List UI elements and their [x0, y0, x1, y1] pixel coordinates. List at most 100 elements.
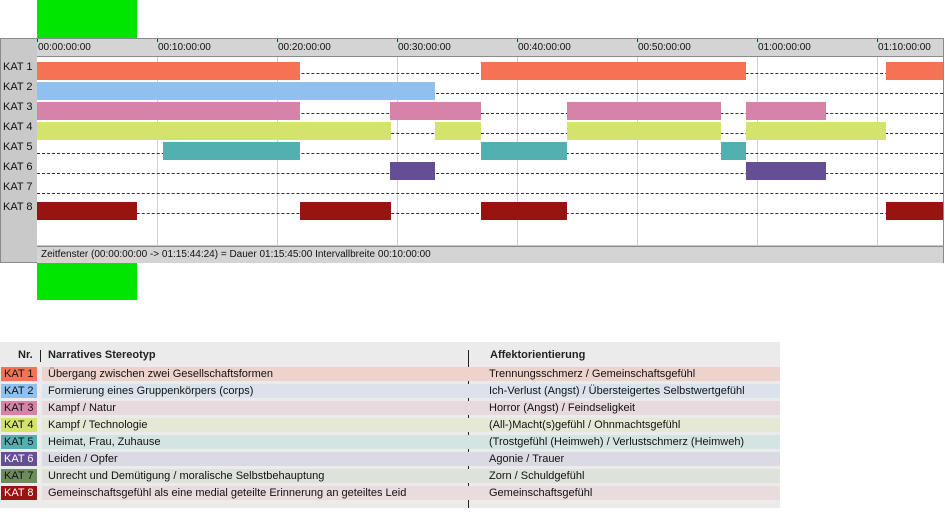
legend-row: KAT 5 Heimat, Frau, Zuhause (Trostgefühl (… — [0, 434, 780, 450]
gridline — [637, 57, 638, 245]
legend-affect: Trennungsschmerz / Gemeinschaftsgefühl — [489, 368, 696, 380]
legend-header-nr: Nr. — [18, 349, 33, 361]
legend-color-badge: KAT 4 — [1, 418, 37, 432]
legend-affect: Zorn / Schuldgefühl — [489, 470, 585, 482]
interval-bar — [163, 142, 300, 160]
interval-bar — [37, 122, 391, 140]
x-tick-mark — [517, 39, 518, 42]
legend-row-background — [42, 486, 780, 500]
legend-nr-divider — [40, 350, 41, 362]
legend-stereotype: Übergang zwischen zwei Gesellschaftsform… — [48, 368, 273, 380]
interval-bar — [481, 202, 567, 220]
x-tick-label: 00:40:00:00 — [518, 42, 571, 53]
interval-bar — [886, 62, 943, 80]
legend-color-badge: KAT 5 — [1, 435, 37, 449]
x-tick-label: 00:30:00:00 — [398, 42, 451, 53]
legend-row-background — [42, 401, 780, 415]
gridline — [397, 57, 398, 245]
interval-bar — [746, 102, 826, 120]
row-baseline — [37, 93, 943, 94]
interval-bar — [300, 202, 391, 220]
x-tick-label: 00:00:00:00 — [38, 42, 91, 53]
row-label: KAT 3 — [3, 101, 33, 113]
x-tick-label: 01:00:00:00 — [758, 42, 811, 53]
legend-row: KAT 8 Gemeinschaftsgefühl als eine medial… — [0, 485, 780, 501]
legend-row-background — [42, 469, 780, 483]
x-tick-label: 00:10:00:00 — [158, 42, 211, 53]
row-label: KAT 2 — [3, 81, 33, 93]
x-tick-mark — [757, 39, 758, 42]
interval-bar — [481, 62, 746, 80]
x-tick-label: 01:10:00:00 — [878, 42, 931, 53]
interval-bar — [37, 202, 137, 220]
legend-affect: Ich-Verlust (Angst) / Übersteigertes Sel… — [489, 385, 745, 397]
legend-row: KAT 3 Kampf / Natur Horror (Angst) / Feind… — [0, 400, 780, 416]
legend-row: KAT 1 Übergang zwischen zwei Gesellschaft… — [0, 366, 780, 382]
row-label: KAT 6 — [3, 161, 33, 173]
legend-color-badge: KAT 2 — [1, 384, 37, 398]
legend-row-background — [42, 384, 780, 398]
x-tick-mark — [397, 39, 398, 42]
row-label: KAT 1 — [3, 61, 33, 73]
legend-affect: Gemeinschaftsgefühl — [489, 487, 593, 499]
x-tick-mark — [277, 39, 278, 42]
interval-bar — [390, 102, 481, 120]
legend-row-background — [42, 435, 780, 449]
legend-row: KAT 7 Unrecht und Demütigung / moralische… — [0, 468, 780, 484]
legend-color-badge: KAT 8 — [1, 486, 37, 500]
gridline — [757, 57, 758, 245]
legend-row-background — [42, 367, 780, 381]
legend-row-background — [42, 418, 780, 432]
interval-bar — [37, 102, 300, 120]
interval-bar — [746, 162, 826, 180]
category-legend: Nr. Narratives Stereotyp Affektorientier… — [0, 342, 780, 508]
legend-affect: Agonie / Trauer — [489, 453, 565, 465]
interval-bar — [435, 122, 481, 140]
interval-bar — [746, 122, 886, 140]
row-label: KAT 4 — [3, 121, 33, 133]
gridline — [877, 57, 878, 245]
row-baseline — [37, 113, 943, 114]
legend-stereotype: Heimat, Frau, Zuhause — [48, 436, 161, 448]
x-tick-mark — [877, 39, 878, 42]
legend-stereotype: Unrecht und Demütigung / moralische Selb… — [48, 470, 325, 482]
legend-affect: (Trostgefühl (Heimweh) / Verlustschmerz … — [489, 436, 745, 448]
legend-header-stereotype: Narratives Stereotyp — [48, 349, 156, 361]
time-ruler: 00:00:00:00 00:10:00:00 00:20:00:00 00:30:0… — [37, 39, 943, 57]
interval-bar — [390, 162, 435, 180]
legend-row: KAT 6 Leiden / Opfer Agonie / Trauer — [0, 451, 780, 467]
row-baseline — [37, 133, 943, 134]
legend-header-affect: Affektorientierung — [490, 349, 586, 361]
time-window-marker-top — [37, 0, 137, 38]
legend-color-badge: KAT 3 — [1, 401, 37, 415]
x-tick-mark — [37, 39, 38, 42]
legend-affect: (All-)Macht(s)gefühl / Ohnmachtsgefühl — [489, 419, 681, 431]
legend-stereotype: Formierung eines Gruppenkörpers (corps) — [48, 385, 254, 397]
interval-bar — [567, 102, 721, 120]
x-tick-mark — [637, 39, 638, 42]
timeline-plot-area — [37, 57, 943, 245]
row-baseline — [37, 173, 943, 174]
x-tick-label: 00:20:00:00 — [278, 42, 331, 53]
legend-row-background — [42, 452, 780, 466]
time-window-marker-bottom — [37, 263, 137, 300]
interval-bar — [481, 142, 567, 160]
legend-color-badge: KAT 1 — [1, 367, 37, 381]
interval-bar — [37, 62, 300, 80]
x-tick-label: 00:50:00:00 — [638, 42, 691, 53]
row-label: KAT 5 — [3, 141, 33, 153]
gridline — [157, 57, 158, 245]
legend-stereotype: Kampf / Natur — [48, 402, 116, 414]
row-label: KAT 7 — [3, 181, 33, 193]
legend-affect: Horror (Angst) / Feindseligkeit — [489, 402, 636, 414]
legend-stereotype: Gemeinschaftsgefühl als eine medial gete… — [48, 487, 407, 499]
interval-bar — [37, 82, 435, 100]
legend-color-badge: KAT 7 — [1, 469, 37, 483]
row-baseline — [37, 193, 943, 194]
legend-stereotype: Leiden / Opfer — [48, 453, 118, 465]
legend-color-badge: KAT 6 — [1, 452, 37, 466]
legend-row: KAT 2 Formierung eines Gruppenkörpers (co… — [0, 383, 780, 399]
